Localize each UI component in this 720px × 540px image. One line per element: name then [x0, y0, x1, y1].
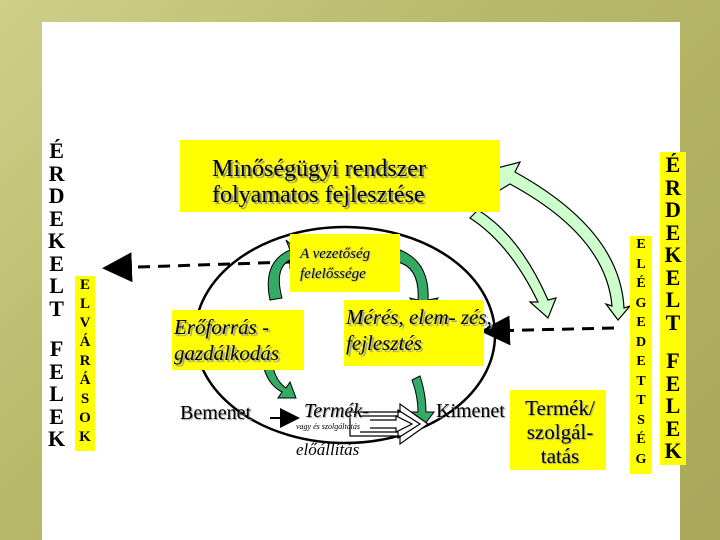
vertical-letter: S: [80, 391, 90, 407]
vertical-letter: T: [636, 393, 646, 408]
vertical-letter: E: [49, 250, 64, 276]
vertical-letter: É: [49, 138, 64, 163]
vertical-letter: G: [635, 451, 647, 467]
vertical-letter: L: [49, 381, 64, 406]
leadership-box: [290, 234, 400, 292]
vertical-letter: E: [665, 415, 681, 441]
vertical-letter: E: [49, 358, 64, 384]
vertical-letter: E: [665, 219, 681, 245]
vertical-letter: T: [636, 373, 646, 389]
dashed-arrow-right: [480, 315, 615, 346]
vertical-letter: E: [49, 205, 64, 231]
resource-box: [172, 310, 304, 370]
production-label-small: vagy és szolgáltatás: [296, 422, 360, 431]
vertical-letter: E: [665, 370, 681, 396]
vertical-letter: É: [636, 276, 646, 291]
vertical-letter: L: [79, 296, 90, 312]
vertical-letter: E: [636, 237, 646, 252]
vertical-letter: Á: [79, 372, 91, 388]
vertical-letter: É: [636, 432, 646, 447]
measure-label: Mérés, elem- zés, fejlesztés: [346, 305, 492, 355]
leadership-label: A vezetőség felelőssége: [300, 246, 371, 282]
vertical-letter: S: [637, 412, 645, 428]
title-box: [180, 140, 500, 212]
vertical-letter: L: [665, 287, 681, 312]
vertical-letter: T: [49, 295, 64, 321]
resource-label: Erőforrás - gazdálkodás: [174, 315, 279, 365]
vertical-letter: O: [79, 410, 91, 426]
vertical-letter: G: [635, 295, 647, 311]
vertical-letter: Á: [79, 334, 91, 350]
vertical-letter: F: [666, 348, 680, 373]
vertical-letter: K: [79, 429, 91, 445]
diagram-title: Minőségügyi rendszer folyamatos fejleszt…: [212, 156, 426, 208]
vertical-letter: E: [636, 315, 646, 330]
measure-box: [344, 300, 484, 366]
dashed-arrow-left: [102, 252, 291, 283]
process-flow-arrow: [349, 402, 430, 446]
production-label-bottom: előállítás: [296, 440, 360, 459]
vertical-letter: V: [79, 315, 91, 331]
vertical-letter: D: [665, 197, 681, 222]
vertical-letter: R: [48, 160, 65, 186]
vertical-letter: L: [636, 256, 646, 272]
vertical-letter: T: [665, 309, 681, 335]
vertical-letter: E: [636, 354, 646, 369]
feedback-arrow-inner: [469, 209, 557, 320]
vertical-letter: K: [664, 438, 682, 463]
vertical-letter: R: [79, 353, 91, 369]
product-label: Termék/ szolgál- tatás: [525, 396, 595, 468]
vertical-letter: E: [665, 264, 681, 290]
vertical-letter: K: [664, 242, 682, 267]
output-label: Kimenet: [436, 400, 505, 422]
vertical-letter: E: [49, 403, 64, 429]
vertical-letter: L: [665, 393, 681, 418]
production-label-top: Termék-: [304, 400, 369, 422]
vertical-letter: L: [49, 273, 64, 298]
vertical-letter: D: [635, 334, 647, 350]
vertical-letter: K: [48, 228, 66, 253]
product-box: [510, 390, 606, 470]
input-label: Bemenet: [180, 402, 252, 424]
vertical-letter: D: [48, 183, 65, 208]
vertical-letter: K: [48, 426, 66, 451]
vertical-letter: F: [49, 336, 64, 361]
vertical-letter: É: [665, 152, 681, 177]
vertical-letter: E: [79, 277, 90, 293]
vertical-letter: R: [665, 174, 681, 200]
